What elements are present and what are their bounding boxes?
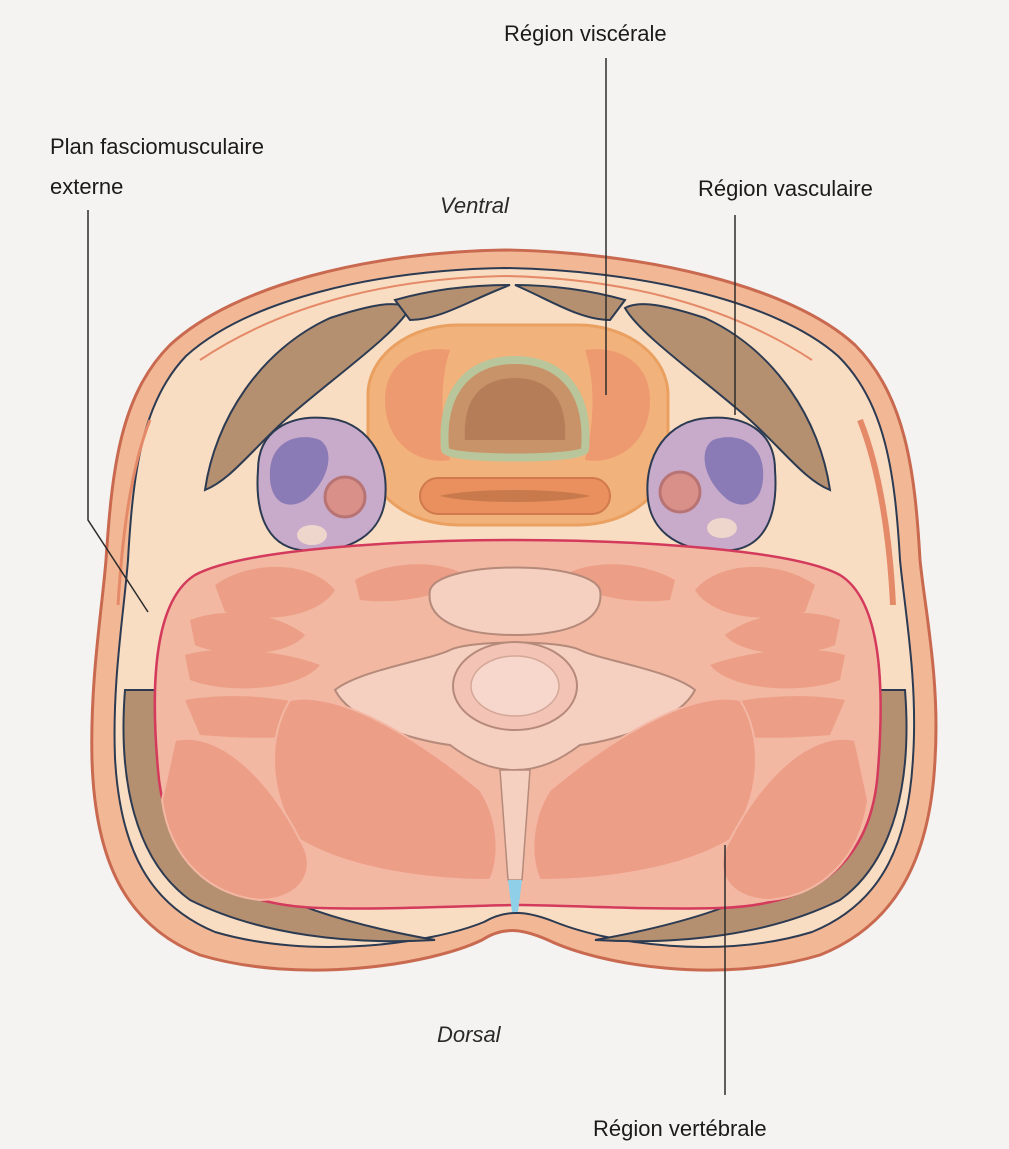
spinal-cord-inner — [471, 656, 559, 716]
label-plan-fasciomusculaire-externe: externe — [50, 172, 123, 202]
label-region-vertebrale: Région vertébrale — [593, 1114, 767, 1144]
label-ventral: Ventral — [440, 191, 509, 221]
label-region-vasculaire: Région vasculaire — [698, 174, 873, 204]
label-dorsal: Dorsal — [437, 1020, 501, 1050]
left-common-carotid-artery — [325, 477, 365, 517]
label-plan-fasciomusculaire: Plan fasciomusculaire — [50, 132, 264, 162]
vertebral-body — [430, 568, 601, 636]
right-common-carotid-artery — [660, 472, 700, 512]
label-region-viscerale: Région viscérale — [504, 19, 667, 49]
left-vagus-nerve — [297, 525, 327, 545]
right-vagus-nerve — [707, 518, 737, 538]
